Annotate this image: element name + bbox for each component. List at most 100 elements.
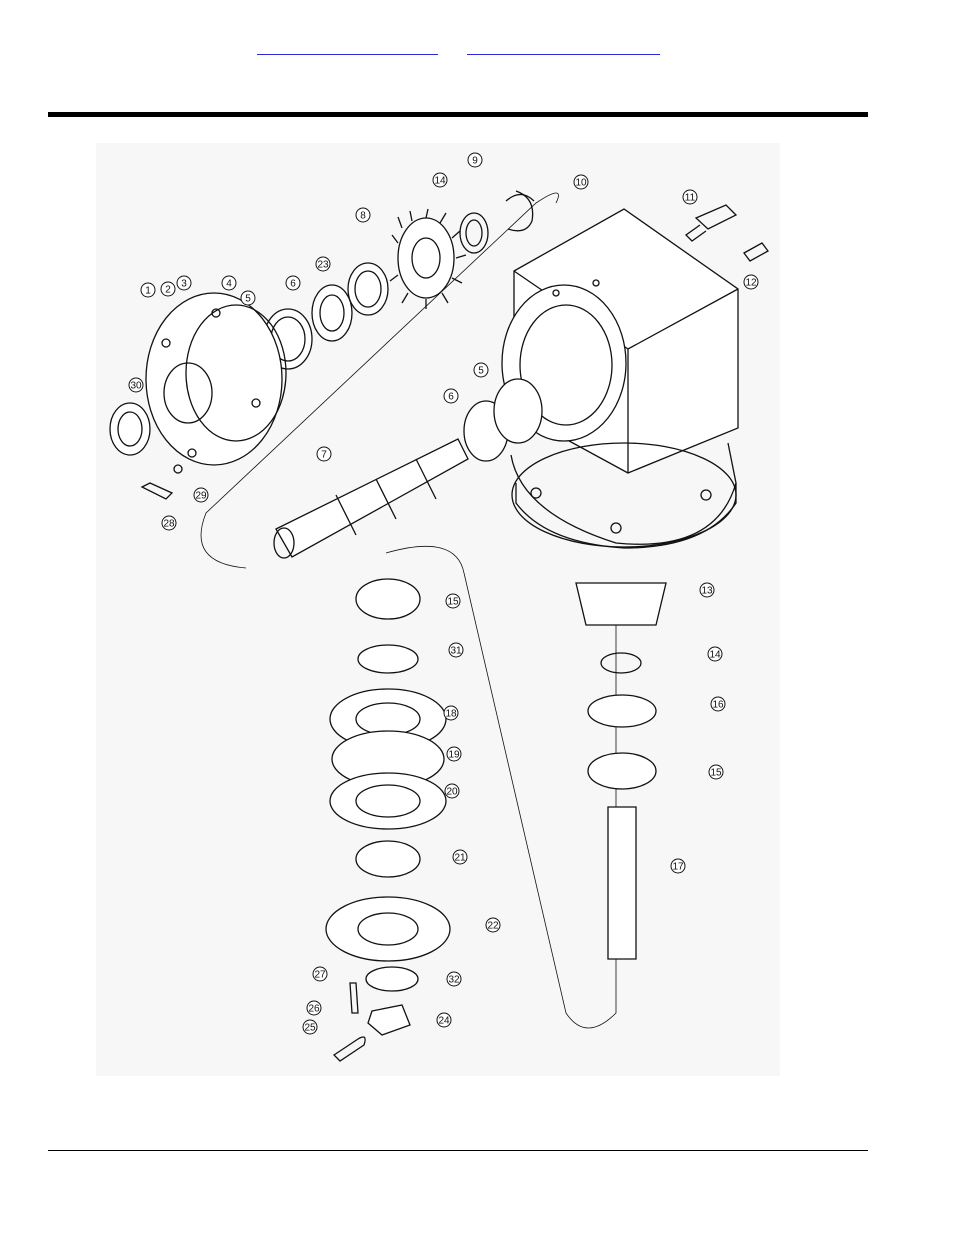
callout-32: 32: [446, 971, 462, 987]
input-shaft-7: [273, 438, 469, 559]
callout-label: 21: [454, 853, 466, 864]
callout-circle: [240, 290, 256, 306]
callout-4: 4: [221, 275, 237, 291]
bolt-11: [684, 204, 738, 242]
callout-circle: [467, 152, 483, 168]
callout-circle: [573, 174, 589, 190]
callout-label: 22: [487, 921, 499, 932]
callout-22: 22: [485, 917, 501, 933]
gearbox-housing: [501, 208, 739, 549]
bearing-15b: [587, 752, 657, 790]
callout-circle: [445, 593, 461, 609]
callout-label: 15: [447, 597, 459, 608]
nav-link-1[interactable]: [257, 40, 438, 55]
cup-31: [357, 644, 419, 674]
callout-circle: [743, 274, 759, 290]
seal-30: [109, 402, 151, 456]
washer-32: [365, 966, 419, 992]
callout-3: 3: [176, 275, 192, 291]
callout-circle: [670, 858, 686, 874]
callout-circle: [446, 971, 462, 987]
callout-circle: [436, 1012, 452, 1028]
callout-circle: [473, 362, 489, 378]
callout-label: 7: [321, 450, 327, 461]
callout-circle: [485, 917, 501, 933]
callout-31: 31: [448, 642, 464, 658]
callout-1: 1: [140, 282, 156, 298]
callout-25: 25: [302, 1019, 318, 1035]
callout-circle: [710, 696, 726, 712]
callout-circle: [699, 582, 715, 598]
callout-label: 4: [226, 279, 232, 290]
ring-14: [459, 212, 489, 254]
snap-ring-9: [507, 190, 534, 232]
nut-24: [367, 1004, 411, 1036]
callout-label: 30: [130, 381, 142, 392]
callout-29: 29: [193, 487, 209, 503]
callout-17: 17: [670, 858, 686, 874]
bolt-26: [349, 982, 359, 1014]
ring-14b: [600, 652, 642, 674]
bearing-cover: [145, 292, 287, 466]
bevel-gear-8: [389, 208, 467, 309]
callout-label: 32: [448, 975, 460, 986]
callout-label: 24: [438, 1016, 450, 1027]
cup-23: [347, 262, 389, 316]
callout-label: 9: [472, 156, 478, 167]
callout-circle: [315, 256, 331, 272]
callout-label: 8: [360, 211, 366, 222]
callout-6: 6: [443, 388, 459, 404]
callout-circle: [443, 388, 459, 404]
callout-circle: [176, 275, 192, 291]
callout-circle: [682, 189, 698, 205]
callout-label: 27: [314, 970, 326, 981]
callout-26: 26: [306, 1000, 322, 1016]
callout-label: 16: [712, 700, 724, 711]
bearing-6: [311, 284, 353, 342]
callout-circle: [140, 282, 156, 298]
callout-12: 12: [743, 274, 759, 290]
callout-circle: [444, 783, 460, 799]
callout-circle: [316, 446, 332, 462]
callout-label: 17: [672, 862, 684, 873]
callout-6: 6: [285, 275, 301, 291]
callout-label: 2: [165, 285, 171, 296]
callout-label: 15: [710, 768, 722, 779]
callout-20: 20: [444, 783, 460, 799]
callout-2: 2: [160, 281, 176, 297]
callout-label: 31: [450, 646, 462, 657]
cup-16: [587, 694, 657, 728]
callout-10: 10: [573, 174, 589, 190]
output-shaft-17: [607, 806, 637, 960]
callout-15: 15: [445, 593, 461, 609]
callout-circle: [312, 966, 328, 982]
callout-30: 30: [128, 377, 144, 393]
callout-label: 29: [195, 491, 207, 502]
callout-label: 11: [685, 193, 696, 204]
callout-label: 10: [575, 178, 587, 189]
callout-label: 3: [181, 279, 187, 290]
callout-14: 14: [432, 172, 448, 188]
bearing-15: [355, 578, 421, 620]
callout-label: 19: [448, 750, 460, 761]
callout-19: 19: [446, 746, 462, 762]
header-rule: [48, 112, 868, 117]
callout-21: 21: [452, 849, 468, 865]
nav-link-2[interactable]: [467, 40, 660, 55]
plate-20: [329, 772, 447, 830]
callout-14: 14: [707, 646, 723, 662]
callout-circle: [221, 275, 237, 291]
cup-5b: [493, 378, 543, 444]
callout-circle: [160, 281, 176, 297]
seal-21: [355, 840, 421, 878]
callout-15: 15: [708, 764, 724, 780]
callout-circle: [355, 207, 371, 223]
callout-circle: [448, 642, 464, 658]
callout-circle: [302, 1019, 318, 1035]
callout-circle: [128, 377, 144, 393]
callout-label: 28: [163, 519, 175, 530]
callout-label: 5: [478, 366, 484, 377]
callout-circle: [306, 1000, 322, 1016]
callout-28: 28: [161, 515, 177, 531]
